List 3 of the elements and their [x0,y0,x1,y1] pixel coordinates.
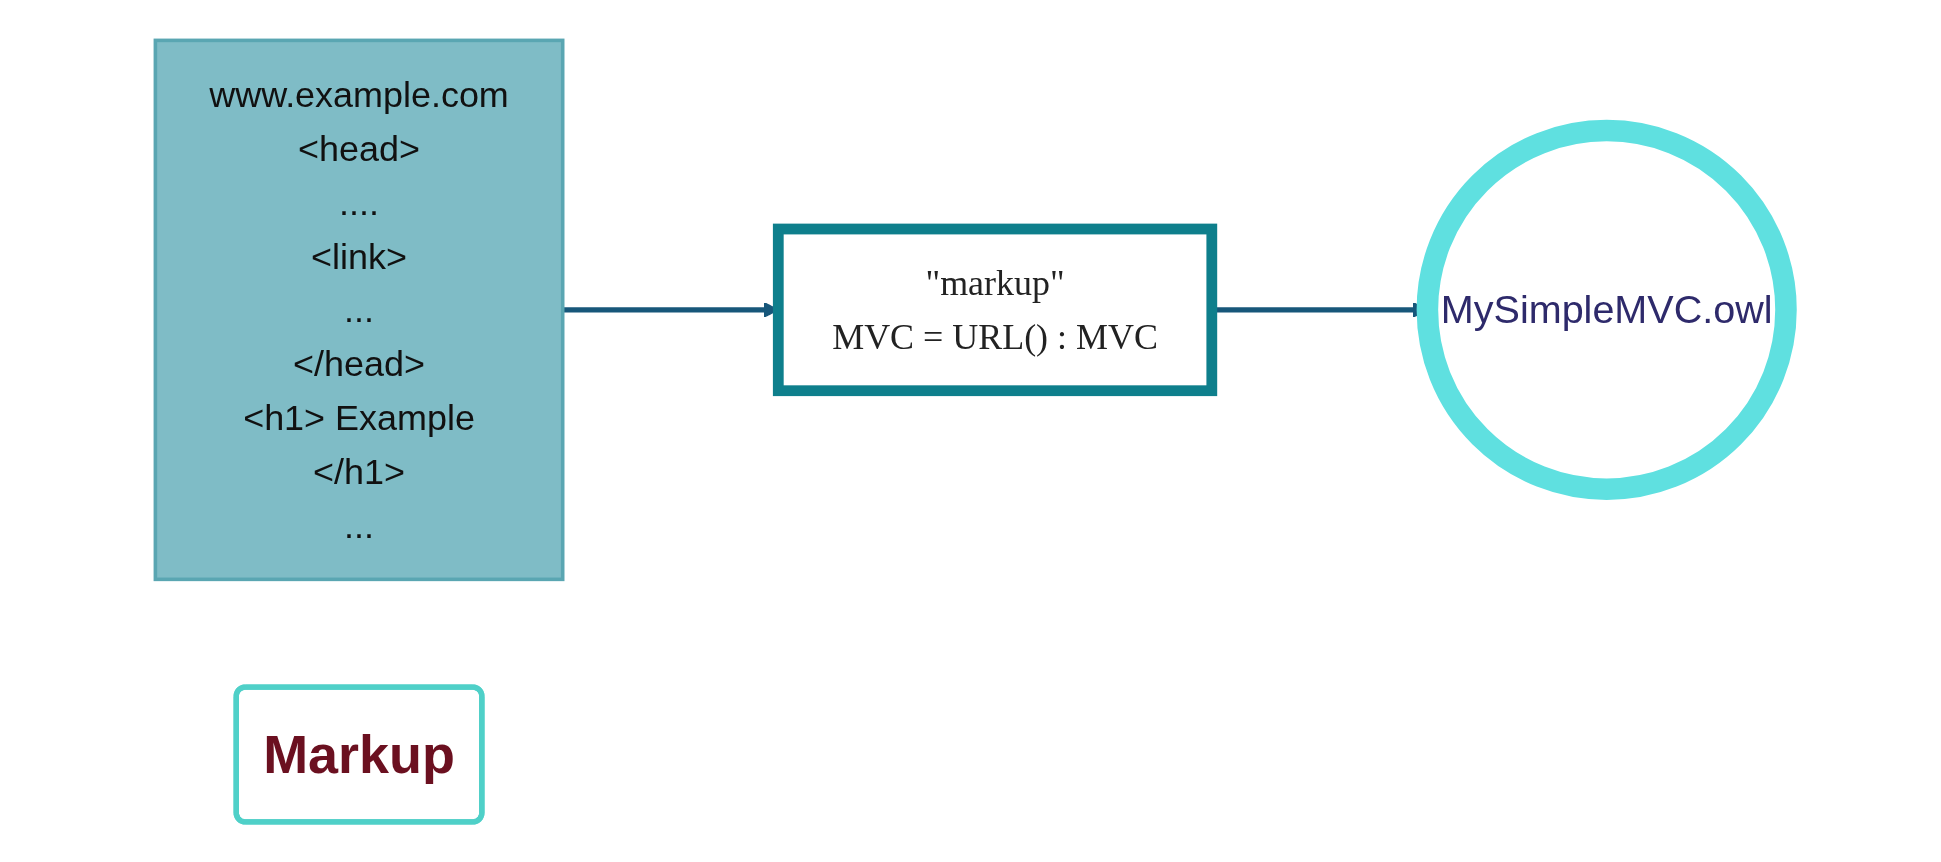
node-box: "markup" MVC = URL() : MVC [772,223,1217,396]
node-circle: MySimpleMVC.owl [1416,119,1797,500]
node-box: www.example.com <head> .... <link> ... </head> <h1> Example </h1> ... [153,38,565,581]
